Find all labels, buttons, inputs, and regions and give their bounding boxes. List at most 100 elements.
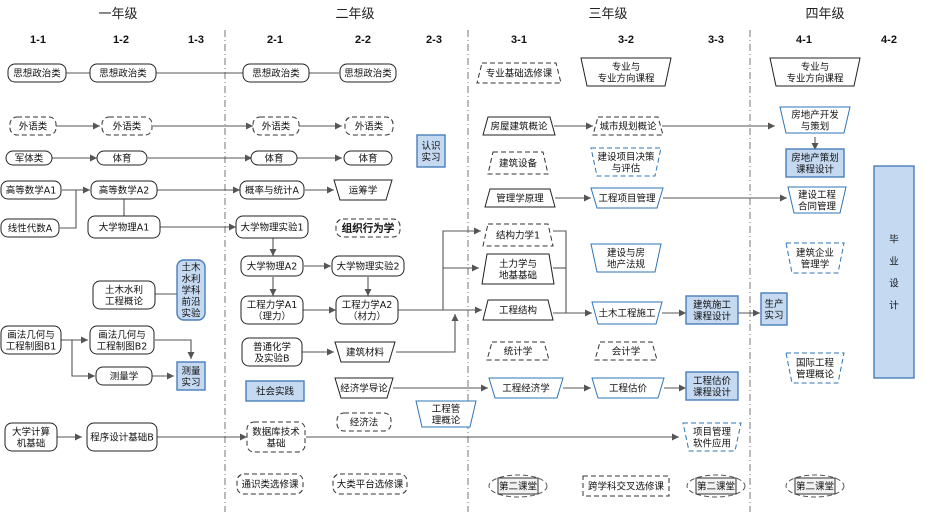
course-node[interactable]: 第二课堂 — [785, 474, 845, 498]
node-label-line: 测量 — [181, 366, 201, 377]
course-node[interactable]: 军体类 — [5, 150, 53, 166]
course-node[interactable]: 组织行为学 — [335, 218, 401, 238]
course-node[interactable]: 建筑企业管理学 — [785, 242, 845, 274]
course-node[interactable]: 工程结构 — [482, 299, 554, 321]
course-node[interactable]: 经济法 — [336, 412, 392, 432]
course-node[interactable]: 社会实践 — [245, 380, 305, 402]
course-node[interactable]: 管理学原理 — [484, 188, 556, 208]
year-label: 二年级 — [335, 7, 374, 22]
course-node[interactable]: 土木工程施工 — [591, 301, 663, 325]
course-node[interactable]: 建筑施工课程设计 — [685, 295, 739, 325]
course-node[interactable]: 工程估价 — [591, 377, 665, 399]
course-node[interactable]: 程序设计基础B — [86, 422, 158, 452]
course-node[interactable]: 工程经济学 — [488, 377, 564, 399]
node-label: 工程力学A1（理力） — [247, 299, 298, 323]
node-label-line: 大学物理A2 — [247, 261, 298, 273]
course-node[interactable]: 高等数学A2 — [90, 180, 158, 200]
course-node[interactable]: 项目管理软件应用 — [682, 422, 742, 452]
course-node[interactable]: 建设项目决策与评估 — [590, 147, 662, 177]
course-node[interactable]: 第二课堂 — [488, 474, 548, 498]
course-node[interactable]: 专业与专业方向课程 — [769, 57, 861, 87]
course-node[interactable]: 认识实习 — [416, 134, 446, 168]
course-node[interactable]: 大学物理A1 — [87, 215, 161, 239]
course-node[interactable]: 概率与统计A — [239, 180, 305, 200]
course-node[interactable]: 经济学导论 — [334, 377, 394, 399]
course-node[interactable]: 建筑材料 — [334, 341, 396, 363]
course-node[interactable]: 普通化学及实验B — [241, 337, 303, 367]
course-node[interactable]: 通识类选修课 — [236, 473, 304, 495]
course-node[interactable]: 第二课堂 — [686, 474, 746, 498]
course-node[interactable]: 结构力学1 — [482, 223, 554, 247]
course-node[interactable]: 数据库技术基础 — [246, 421, 306, 453]
course-node[interactable]: 线性代数A — [0, 218, 60, 238]
course-node[interactable]: 大类平台选修课 — [332, 473, 408, 495]
connector — [396, 314, 459, 353]
node-label-line: 思想政治类 — [252, 68, 300, 80]
course-node[interactable]: 大学物理实验2 — [331, 255, 405, 277]
course-node[interactable]: 国际工程管理概论 — [785, 352, 845, 384]
course-node[interactable]: 外语类 — [9, 116, 57, 136]
course-node[interactable]: 大学计算机基础 — [4, 422, 58, 452]
node-shape — [787, 186, 847, 214]
course-node[interactable]: 外语类 — [101, 116, 153, 136]
node-label: 专业基础选修课 — [486, 68, 553, 80]
course-node[interactable]: 建筑设备 — [487, 151, 549, 175]
course-node[interactable]: 工程力学A1（理力） — [240, 295, 304, 325]
course-node[interactable]: 土木水利学科前沿实验 — [176, 259, 206, 321]
course-node[interactable]: 思想政治类 — [7, 63, 67, 83]
node-label-line: 结构力学1 — [496, 230, 540, 242]
course-node[interactable]: 工程力学A2（材力） — [335, 295, 399, 325]
course-node[interactable]: 工程估价课程设计 — [685, 371, 739, 401]
node-label: 第二课堂 — [499, 481, 537, 493]
course-node[interactable]: 统计学 — [486, 341, 550, 361]
node-shape — [246, 421, 306, 453]
course-node[interactable]: 毕业设计 — [873, 165, 915, 379]
course-node[interactable]: 房地产策划课程设计 — [785, 148, 845, 178]
node-label-line: 工程力学A1 — [247, 299, 298, 311]
course-node[interactable]: 画法几何与工程制图B1 — [0, 325, 62, 355]
node-label-line: 体育 — [112, 153, 131, 165]
course-node[interactable]: 大学物理实验1 — [235, 215, 309, 239]
node-shape — [332, 473, 408, 495]
course-node[interactable]: 外语类 — [252, 116, 300, 136]
course-node[interactable]: 建设与房地产法规 — [590, 243, 662, 273]
course-node[interactable]: 建设工程合同管理 — [787, 186, 847, 214]
node-shape — [685, 295, 739, 325]
course-node[interactable]: 测量实习 — [176, 361, 206, 391]
course-node[interactable]: 测量学 — [95, 366, 153, 386]
node-label-line: 课程设计 — [693, 386, 732, 398]
course-node[interactable]: 外语类 — [344, 116, 394, 136]
course-node[interactable]: 土力学与地基基础 — [481, 253, 555, 285]
node-label-line: 理概论 — [432, 414, 461, 426]
course-node[interactable]: 会计学 — [594, 341, 658, 361]
course-node[interactable]: 运筹学 — [333, 179, 393, 201]
course-node[interactable]: 体育 — [250, 150, 298, 166]
course-node[interactable]: 思想政治类 — [339, 63, 397, 83]
course-node[interactable]: 体育 — [96, 150, 148, 166]
course-node[interactable]: 专业与专业方向课程 — [580, 57, 672, 87]
course-node[interactable]: 高等数学A1 — [0, 180, 62, 200]
course-node[interactable]: 城市规划概论 — [592, 116, 664, 136]
node-label: 通识类选修课 — [241, 479, 299, 491]
course-node[interactable]: 思想政治类 — [242, 63, 310, 83]
node-label: 管理学原理 — [496, 193, 544, 205]
semester-label: 1-2 — [113, 34, 129, 46]
course-node[interactable]: 专业基础选修课 — [476, 62, 562, 84]
course-node[interactable]: 工程管理概论 — [415, 400, 477, 428]
course-node[interactable]: 生产实习 — [760, 292, 788, 326]
course-node[interactable]: 房地产开发与策划 — [779, 106, 851, 134]
node-label-line: 经济学导论 — [340, 383, 388, 395]
node-label-line: 管理学 — [801, 258, 830, 270]
course-node[interactable]: 跨学科交叉选修课 — [582, 475, 670, 497]
course-node[interactable]: 土木水利工程概论 — [92, 280, 156, 310]
node-label-line: 工程结构 — [499, 305, 537, 317]
node-label-line: 工程概论 — [105, 295, 144, 307]
course-node[interactable]: 大学物理A2 — [240, 255, 304, 277]
course-node[interactable]: 画法几何与工程制图B2 — [89, 325, 155, 355]
course-node[interactable]: 房屋建筑概论 — [482, 116, 556, 136]
course-node[interactable]: 工程项目管理 — [590, 187, 664, 209]
course-node[interactable]: 思想政治类 — [89, 63, 157, 83]
node-label-line: 跨学科交叉选修课 — [588, 481, 665, 493]
semester-label: 3-3 — [708, 34, 724, 46]
course-node[interactable]: 体育 — [343, 150, 393, 166]
